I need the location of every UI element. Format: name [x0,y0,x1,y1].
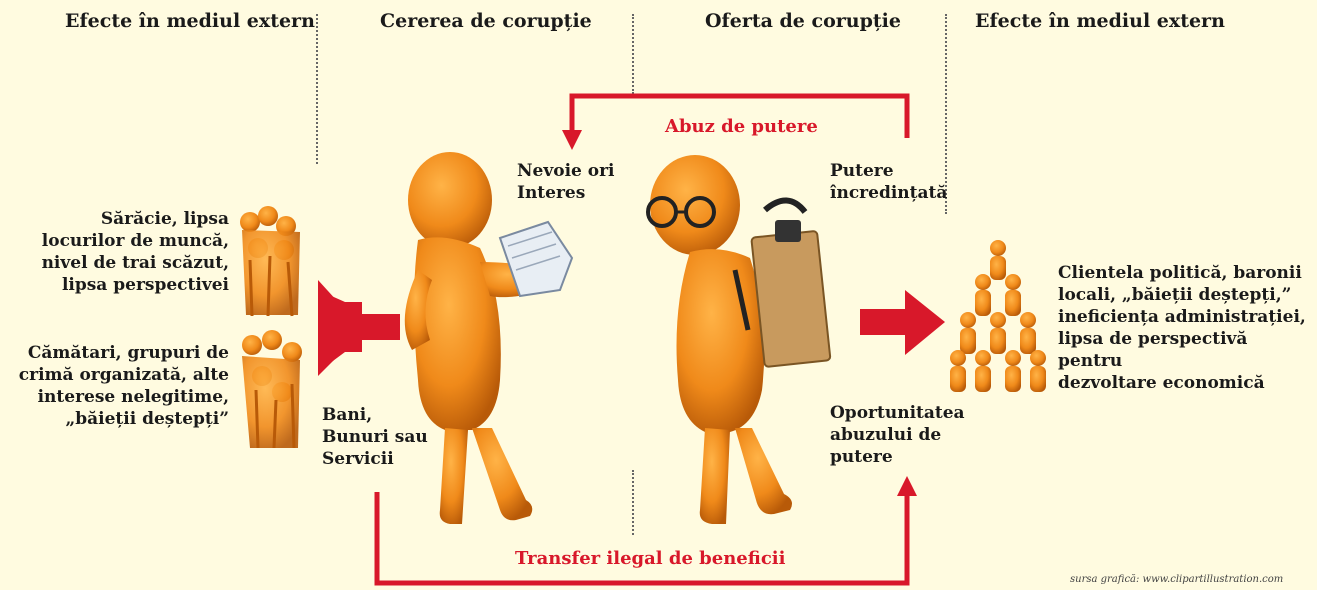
header-right-effects: Efecte în mediul extern [975,10,1225,32]
poverty-line-1: Sărăcie, lipsa [100,209,229,229]
means-line-2: Bunuri sau [322,427,428,447]
clientelism-line-4: lipsa de perspectivă pentru [1058,329,1248,371]
source-credit: sursa grafică: www.clipartillustration.c… [1070,574,1284,585]
clientelism-line-5: dezvoltare economică [1058,373,1265,393]
abuse-of-power-arrow [562,93,910,150]
need-line-2: Interes [517,183,586,203]
demand-figure [404,152,574,524]
power-line-1: Putere [830,161,894,181]
poverty-line-4: lipsa perspectivei [61,275,229,295]
crime-line-2: crimă organizată, alte [18,365,229,385]
poverty-crowd-icon [240,206,300,317]
clientelism-effects-text: Clientela politică, baronii locali, „băi… [1058,262,1317,394]
right-arrow [860,290,945,355]
crime-crowd-icon [242,330,302,449]
opportunity-line-3: putere [830,447,893,467]
crime-effects-text: Cămătari, grupuri de crimă organizată, a… [19,342,229,430]
poverty-line-3: nivel de trai scăzut, [41,253,229,273]
header-left-effects: Efecte în mediul extern [65,10,315,32]
means-line-1: Bani, [322,405,373,425]
money-goods-services-label: Bani, Bunuri sau Servicii [322,404,428,470]
header-offer: Oferta de corupție [705,10,901,32]
left-split-arrow [318,280,400,376]
header-demand: Cererea de corupție [380,10,592,32]
opportunity-line-2: abuzului de [830,425,942,445]
offer-figure [646,155,832,524]
abuse-of-power-label: Abuz de putere [665,116,818,137]
clientelism-line-3: ineficiența administrației, [1058,307,1306,327]
pyramid-figures-icon [950,240,1046,392]
separator-center-bottom [632,470,634,535]
entrusted-power-label: Putere încredințată [830,160,947,204]
crime-line-1: Cămătari, grupuri de [27,343,229,363]
opportunity-line-1: Oportunitatea [830,403,965,423]
poverty-line-2: locurilor de muncă, [41,231,229,251]
opportunity-label: Oportunitatea abuzului de putere [830,402,965,468]
illegal-transfer-arrow [374,476,917,586]
clientelism-line-2: locali, „băieții deștepți,” [1058,285,1292,305]
separator-left [316,14,318,164]
clientelism-line-1: Clientela politică, baronii [1058,263,1302,283]
crime-line-3: interese nelegitime, [37,387,229,407]
crime-line-4: „băieții deștepți” [65,409,229,429]
separator-center-top [632,14,634,94]
means-line-3: Servicii [322,449,394,469]
poverty-effects-text: Sărăcie, lipsa locurilor de muncă, nivel… [42,208,229,296]
illegal-transfer-label: Transfer ilegal de beneficii [515,548,786,569]
separator-right [945,14,947,214]
need-interest-label: Nevoie ori Interes [517,160,615,204]
need-line-1: Nevoie ori [517,161,615,181]
power-line-2: încredințată [830,183,948,203]
